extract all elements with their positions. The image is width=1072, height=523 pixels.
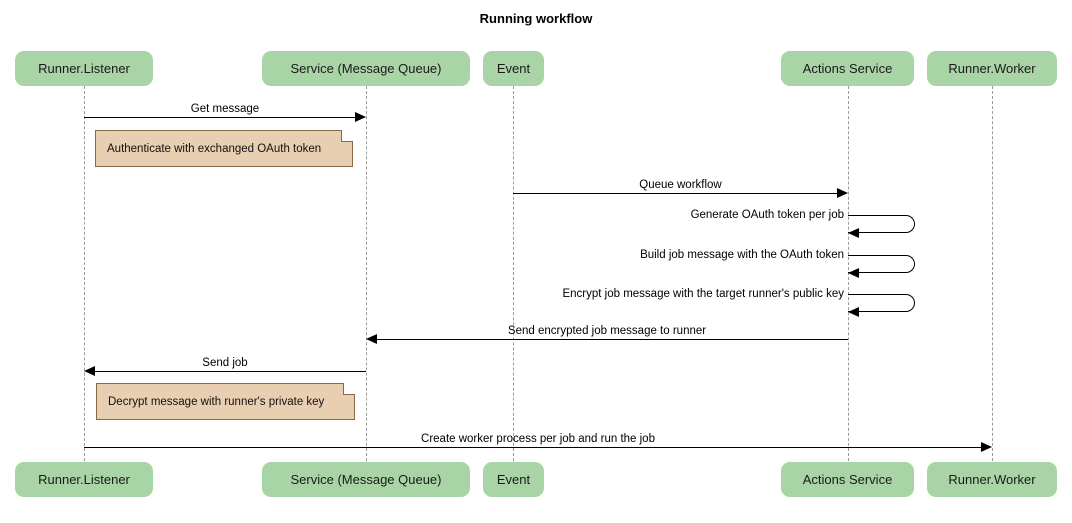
message-label-send-encrypted-job-message-to-runner: Send encrypted job message to runner [507, 325, 707, 337]
message-line-send-job [95, 371, 366, 372]
diagram-title: Running workflow [479, 11, 593, 26]
message-line-send-encrypted-job-message-to-runner [377, 339, 848, 340]
message-label-send-job: Send job [202, 357, 248, 369]
lifeline-event [513, 86, 514, 461]
participant-actions-service-bottom[interactable]: Actions Service [781, 462, 914, 497]
participant-service-message-queue-bottom[interactable]: Service (Message Queue) [262, 462, 470, 497]
message-arrowhead-encrypt-job-message-with-the-target-runners-public-key [848, 307, 859, 317]
message-label-encrypt-job-message-with-the-target-runners-public-key: Encrypt job message with the target runn… [562, 288, 844, 300]
participant-actions-service-top[interactable]: Actions Service [781, 51, 914, 86]
participant-event-top[interactable]: Event [483, 51, 544, 86]
message-line-create-worker-process-per-job-and-run-the-job [84, 447, 981, 448]
participant-runner-listener-top[interactable]: Runner.Listener [15, 51, 153, 86]
message-arrowhead-queue-workflow [837, 188, 848, 198]
self-loop-encrypt-job-message-with-the-target-runners-public-key [848, 294, 915, 312]
participant-service-message-queue-top[interactable]: Service (Message Queue) [262, 51, 470, 86]
message-label-generate-oauth-token-per-job: Generate OAuth token per job [690, 209, 844, 221]
message-label-get-message: Get message [190, 103, 260, 115]
message-line-get-message [84, 117, 355, 118]
message-arrowhead-get-message [355, 112, 366, 122]
participant-runner-worker-top[interactable]: Runner.Worker [927, 51, 1057, 86]
message-label-create-worker-process-per-job-and-run-the-job: Create worker process per job and run th… [421, 433, 655, 445]
message-arrowhead-send-job [84, 366, 95, 376]
participant-event-bottom[interactable]: Event [483, 462, 544, 497]
lifeline-runner-listener [84, 86, 85, 461]
self-loop-build-job-message-with-the-oauth-token [848, 255, 915, 273]
message-arrowhead-create-worker-process-per-job-and-run-the-job [981, 442, 992, 452]
lifeline-runner-worker [992, 86, 993, 461]
participant-runner-worker-bottom[interactable]: Runner.Worker [927, 462, 1057, 497]
note-fold-corner [341, 130, 353, 142]
note-decrypt-message-with-runners-private-key: Decrypt message with runner's private ke… [96, 383, 355, 420]
note-text: Authenticate with exchanged OAuth token [107, 142, 322, 155]
lifeline-service-message-queue [366, 86, 367, 461]
message-arrowhead-build-job-message-with-the-oauth-token [848, 268, 859, 278]
message-arrowhead-send-encrypted-job-message-to-runner [366, 334, 377, 344]
note-fold-corner [343, 383, 355, 395]
message-arrowhead-generate-oauth-token-per-job [848, 228, 859, 238]
message-label-queue-workflow: Queue workflow [639, 179, 722, 191]
participant-runner-listener-bottom[interactable]: Runner.Listener [15, 462, 153, 497]
self-loop-generate-oauth-token-per-job [848, 215, 915, 233]
message-label-build-job-message-with-the-oauth-token: Build job message with the OAuth token [640, 249, 844, 261]
note-text: Decrypt message with runner's private ke… [108, 395, 325, 408]
note-authenticate-with-exchanged-oauth-token: Authenticate with exchanged OAuth token [95, 130, 353, 167]
message-line-queue-workflow [513, 193, 837, 194]
